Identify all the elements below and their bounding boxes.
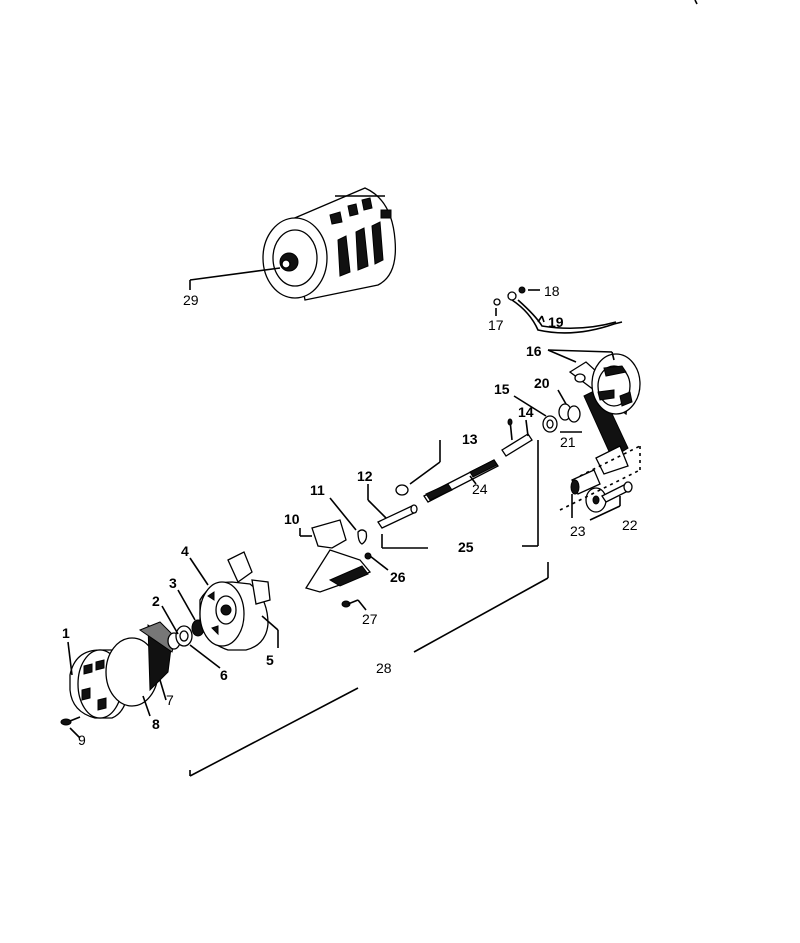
callout-2: 2 (152, 593, 160, 609)
nut-part-18 (518, 286, 526, 294)
leader-8 (142, 695, 151, 717)
leader-6 (189, 644, 221, 669)
callout-20: 20 (534, 375, 550, 391)
mount-plate-part-26 (304, 549, 372, 593)
callout-14: 14 (518, 404, 534, 420)
seal-part-6 (175, 625, 193, 647)
washer-part-22 (585, 487, 607, 513)
callout-27: 27 (362, 611, 378, 627)
corner-mark (694, 0, 698, 5)
callout-22: 22 (622, 517, 638, 533)
leader-26 (369, 555, 389, 571)
callout-28: 28 (376, 660, 392, 676)
leader-16c (547, 349, 577, 363)
washer-part-17 (493, 298, 501, 306)
callout-15: 15 (494, 381, 510, 397)
guide-dash (559, 469, 641, 511)
leader-4 (189, 557, 209, 586)
leader-9 (69, 727, 81, 739)
spring-part-19 (507, 291, 623, 334)
impeller-part-7 (138, 621, 177, 692)
leader-24 (469, 475, 477, 485)
leader-16 (547, 349, 613, 353)
pump-housing-part-4 (199, 551, 271, 651)
screw-part-27 (341, 599, 359, 608)
callout-26: 26 (390, 569, 406, 585)
leader-3 (177, 589, 196, 621)
callout-17: 17 (488, 317, 504, 333)
washer-part-15 (542, 415, 558, 433)
leader-19 (537, 315, 543, 323)
bracket-28c (413, 577, 549, 653)
callout-25: 25 (458, 539, 474, 555)
callout-4: 4 (181, 543, 189, 559)
leader-16b (611, 351, 615, 361)
callout-11: 11 (310, 482, 325, 498)
leader-2 (161, 605, 179, 635)
callout-8: 8 (152, 716, 160, 732)
callout-16: 16 (526, 343, 542, 359)
leader-19b (541, 315, 545, 323)
callout-29: 29 (183, 292, 199, 308)
rod-part-24 (423, 459, 499, 503)
leader-29b (189, 267, 281, 281)
shaft-part-14 (501, 418, 533, 457)
callout-5: 5 (266, 652, 274, 668)
callout-24: 24 (472, 481, 488, 497)
leader-1 (67, 641, 73, 676)
bracket-part-10 (311, 519, 347, 549)
callout-7: 7 (166, 692, 174, 708)
callout-18: 18 (544, 283, 560, 299)
callout-1: 1 (62, 625, 70, 641)
callout-10: 10 (284, 511, 300, 527)
callout-9: 9 (78, 732, 86, 748)
leader-22 (589, 505, 621, 521)
leader-27 (357, 599, 367, 611)
callout-19: 19 (548, 314, 564, 330)
leader-14 (525, 419, 529, 437)
screw-part-9 (60, 716, 81, 726)
callout-21: 21 (560, 434, 576, 450)
pin-part-12 (377, 504, 418, 529)
callout-6: 6 (220, 667, 228, 683)
bracket-28a (189, 687, 359, 777)
callout-23: 23 (570, 523, 586, 539)
leader-11 (329, 497, 357, 531)
leader-5 (261, 615, 279, 631)
leader-7 (159, 679, 167, 701)
leader-12b (367, 499, 387, 519)
callout-13: 13 (462, 431, 478, 447)
leader-15 (513, 395, 547, 417)
callout-12: 12 (357, 468, 373, 484)
callout-3: 3 (169, 575, 177, 591)
motor-part-29 (262, 187, 397, 301)
leader-20 (557, 389, 567, 405)
pulley-part-16 (591, 353, 641, 415)
clip-part-11 (357, 529, 368, 545)
leader-13 (409, 461, 441, 485)
nut-part-13 (395, 484, 409, 496)
bolt-part-22 (601, 481, 633, 503)
